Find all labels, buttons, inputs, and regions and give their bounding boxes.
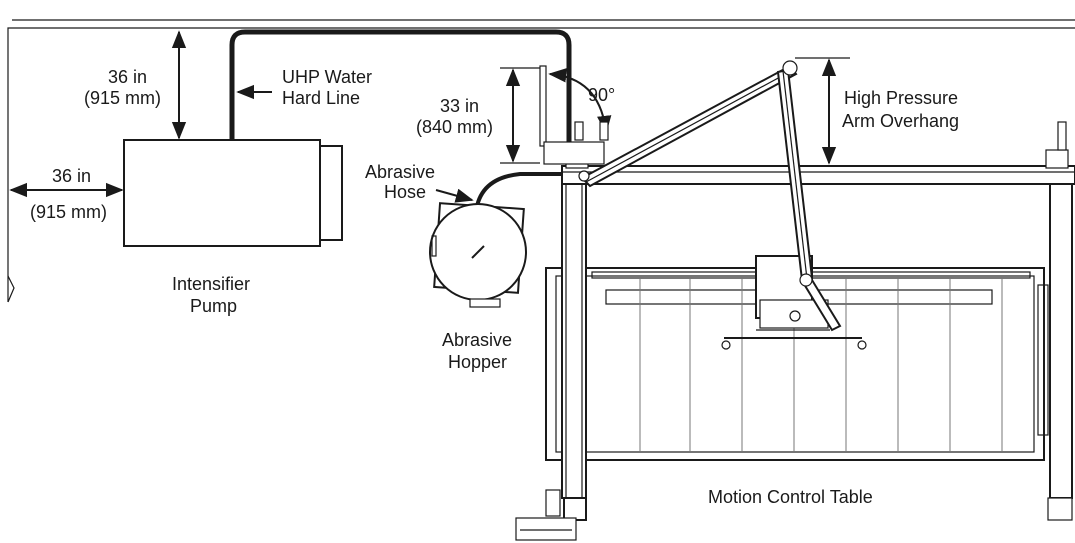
abrasive-hopper — [429, 202, 527, 308]
hose-leader — [435, 188, 474, 203]
arm-clearance-dimension — [500, 67, 540, 164]
table-label: Motion Control Table — [708, 487, 873, 507]
arm-clearance-in-label: 33 in — [440, 96, 479, 116]
motion-control-table — [515, 121, 1075, 541]
pump-label-1: Intensifier — [172, 274, 250, 294]
left-clearance-mm-label: (915 mm) — [30, 202, 107, 222]
overhang-label-1: High Pressure — [844, 88, 958, 108]
hopper-label-2: Hopper — [448, 352, 507, 372]
angle-label: 90° — [588, 85, 615, 105]
top-clearance-in-label: 36 in — [108, 67, 147, 87]
hard-line-label-2: Hard Line — [282, 88, 360, 108]
arm-clearance-mm-label: (840 mm) — [416, 117, 493, 137]
room-wall — [7, 19, 1075, 303]
top-clearance-mm-label: (915 mm) — [84, 88, 161, 108]
pump-label-2: Pump — [190, 296, 237, 316]
high-pressure-arm — [578, 60, 842, 332]
hose-label-2: Hose — [384, 182, 426, 202]
hopper-label-1: Abrasive — [442, 330, 512, 350]
hose-label-1: Abrasive — [365, 162, 435, 182]
overhang-dimension — [795, 57, 850, 165]
intensifier-pump — [123, 139, 343, 247]
overhang-label-2: Arm Overhang — [842, 111, 959, 131]
arm-bracket — [539, 65, 547, 147]
uhp-water-hard-line — [229, 29, 572, 150]
hard-line-label-1: UHP Water — [282, 67, 372, 87]
left-clearance-in-label: 36 in — [52, 166, 91, 186]
